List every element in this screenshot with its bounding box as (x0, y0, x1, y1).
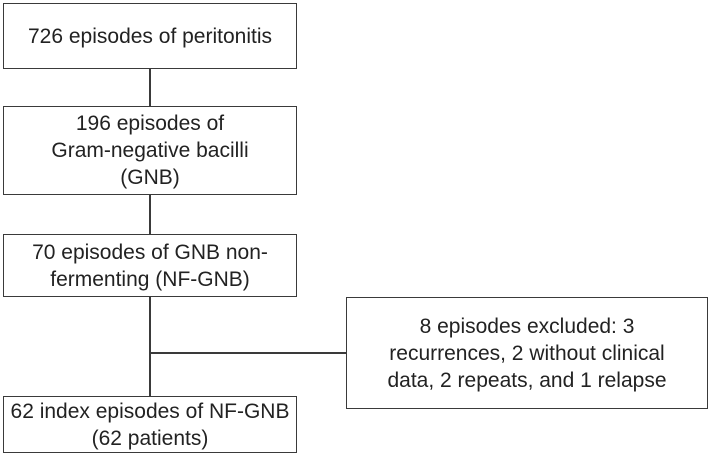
box-text-line: 70 episodes of GNB non- (32, 240, 268, 264)
total-episodes-box: 726 episodes of peritonitis (3, 3, 297, 69)
box-text-line: 62 index episodes of NF-GNB (10, 399, 290, 423)
box-text-line: fermenting (NF-GNB) (50, 267, 250, 291)
connector-line (149, 297, 151, 396)
connector-line (149, 69, 151, 106)
box-text-line: data, 2 repeats, and 1 relapse (387, 368, 667, 392)
box-text-line: recurrences, 2 without clinical (389, 341, 665, 365)
nf-gnb-episodes-box: 70 episodes of GNB non- fermenting (NF-G… (3, 234, 297, 297)
excluded-episodes-box: 8 episodes excluded: 3 recurrences, 2 wi… (346, 297, 708, 409)
box-text-line: (GNB) (120, 166, 180, 189)
box-text-line: Gram-negative bacilli (51, 139, 249, 162)
box-text-line: (62 patients) (91, 426, 209, 450)
box-text-line: 726 episodes of peritonitis (28, 24, 272, 48)
connector-line (149, 195, 151, 234)
index-episodes-box: 62 index episodes of NF-GNB (62 patients… (3, 396, 297, 453)
gnb-episodes-box: 196 episodes of Gram-negative bacilli (G… (3, 106, 297, 195)
box-text-line: 8 episodes excluded: 3 (419, 314, 635, 338)
exclusion-connector-line (149, 352, 346, 354)
box-text-line: 196 episodes of (75, 112, 225, 135)
